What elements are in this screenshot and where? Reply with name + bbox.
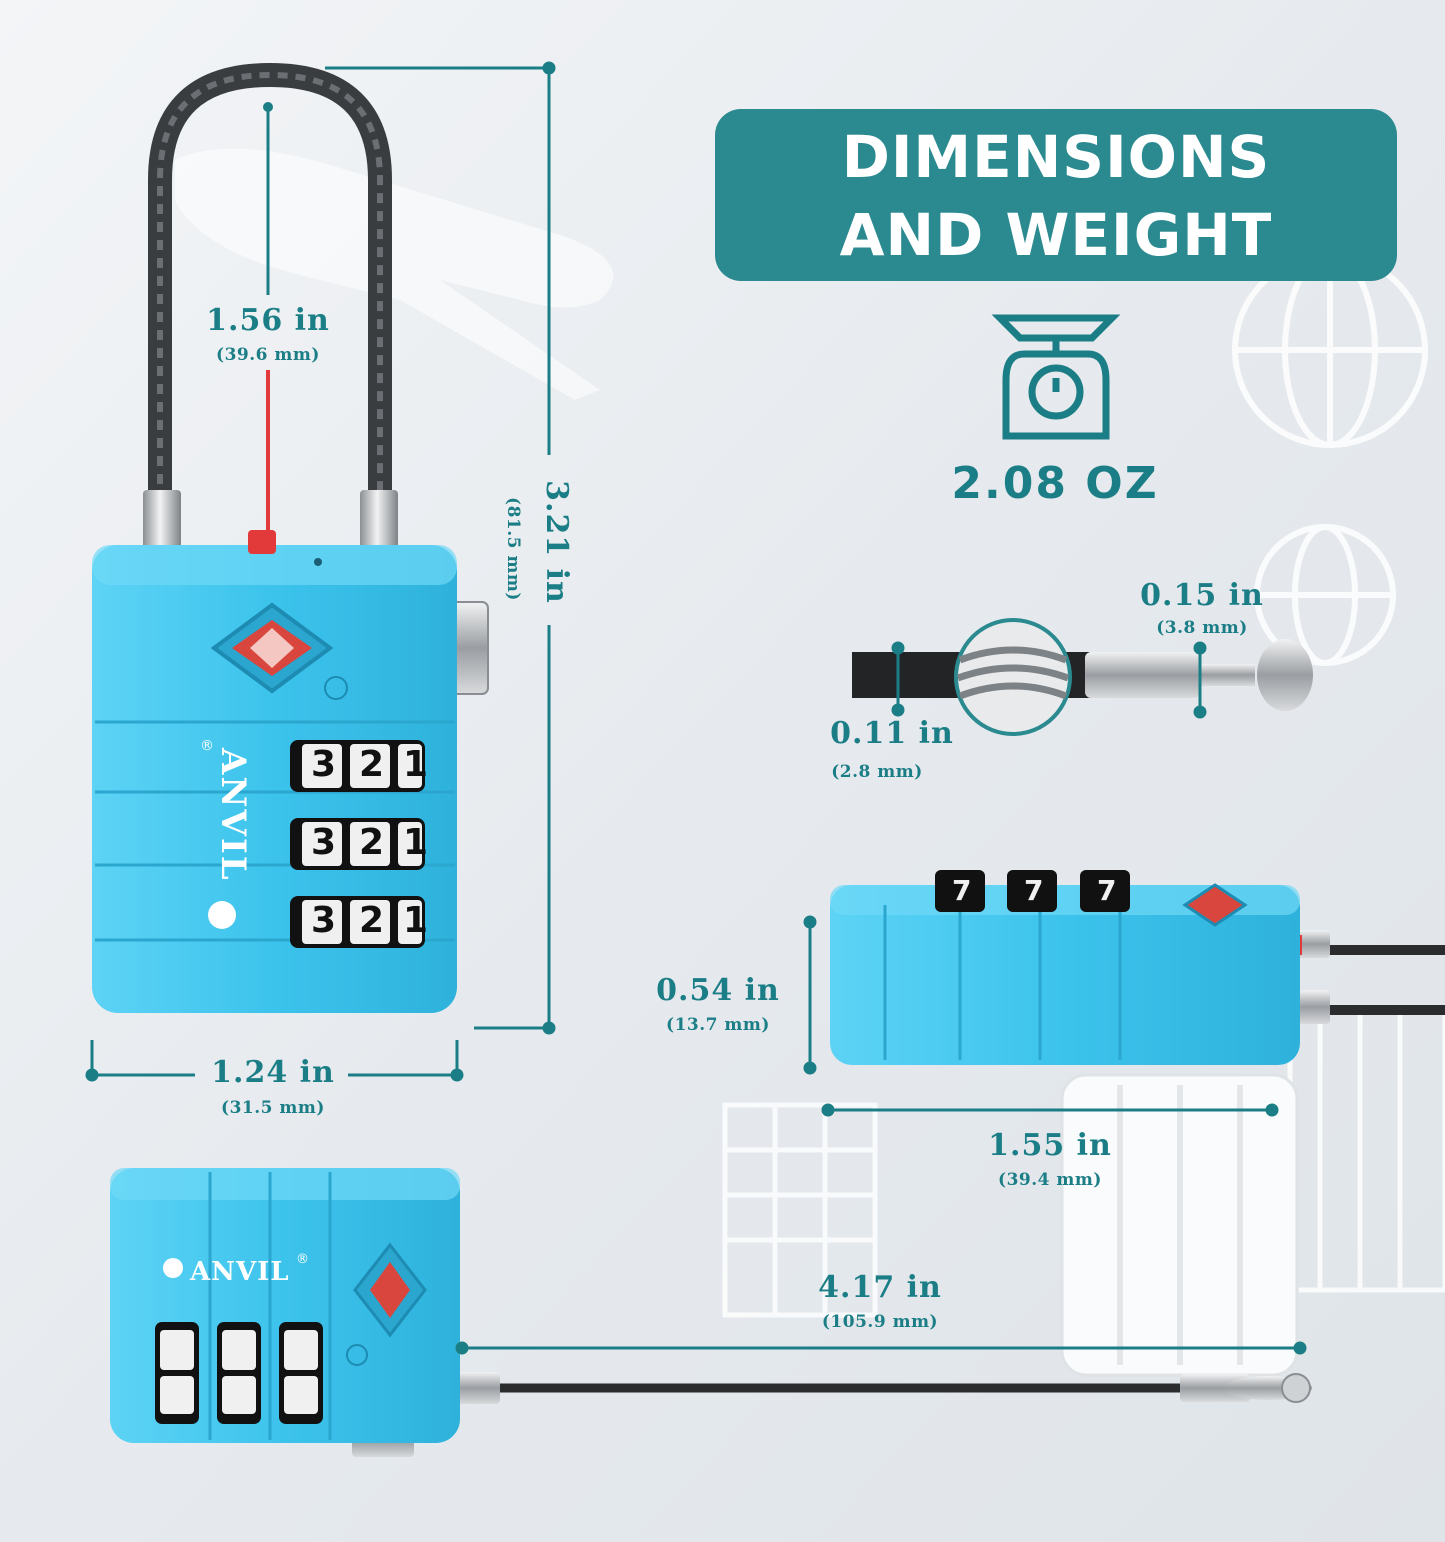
cable-length-mm: (105.9 mm) xyxy=(821,1312,939,1332)
body-thickness-inch: 0.54 in xyxy=(656,973,780,1008)
shackle-height-inch: 1.56 in xyxy=(206,303,330,338)
cable-diameter-mm: (2.8 mm) xyxy=(831,762,923,782)
svg-text:ANVIL: ANVIL xyxy=(189,1257,290,1287)
cable-end-inch: 0.15 in xyxy=(1140,578,1264,613)
body-length-mm: (39.4 mm) xyxy=(998,1170,1102,1190)
title-line-1: DIMENSIONS xyxy=(841,123,1271,191)
total-height-mm: (81.5 mm) xyxy=(503,497,523,601)
weight-value: 2.08 OZ xyxy=(951,458,1159,509)
background-suitcase-icon xyxy=(1060,1073,1299,1377)
background-airplane-icon xyxy=(175,148,614,400)
cable-length-inch: 4.17 in xyxy=(818,1270,942,1305)
body-width-inch: 1.24 in xyxy=(211,1055,335,1090)
dimension-lines xyxy=(85,61,1307,1355)
svg-text:ANVIL: ANVIL xyxy=(213,747,253,882)
lock-bottom-view: ANVIL xyxy=(110,1168,1312,1457)
body-thickness-mm: (13.7 mm) xyxy=(666,1015,770,1035)
title-banner: DIMENSIONS AND WEIGHT xyxy=(715,109,1397,281)
dial-row-1[interactable]: 3 2 1 xyxy=(311,744,429,785)
cable-end-mm: (3.8 mm) xyxy=(1156,618,1248,638)
body-width-mm: (31.5 mm) xyxy=(221,1098,325,1118)
cable-detail-view xyxy=(852,618,1313,736)
combination-dials-front xyxy=(290,740,425,948)
total-height-inch: 3.21 in xyxy=(539,480,574,604)
tsa-logo-icon xyxy=(210,602,348,700)
side-dials: 7 7 7 xyxy=(952,874,1117,907)
title-line-2: AND WEIGHT xyxy=(839,201,1273,269)
scale-icon xyxy=(991,314,1121,440)
dial-row-3[interactable]: 3 2 1 xyxy=(311,900,429,941)
dial-row-2[interactable]: 3 2 1 xyxy=(311,822,429,863)
cable-diameter-inch: 0.11 in xyxy=(830,716,954,751)
registered-mark-bottom: ® xyxy=(296,1252,309,1267)
lock-side-view xyxy=(830,870,1445,1065)
body-length-inch: 1.55 in xyxy=(988,1128,1112,1163)
registered-mark: ® xyxy=(200,738,214,754)
background-city-icon xyxy=(722,1007,1445,1318)
brand-logo-vertical: ANVIL xyxy=(208,747,253,929)
shackle-height-mm: (39.6 mm) xyxy=(216,345,320,365)
